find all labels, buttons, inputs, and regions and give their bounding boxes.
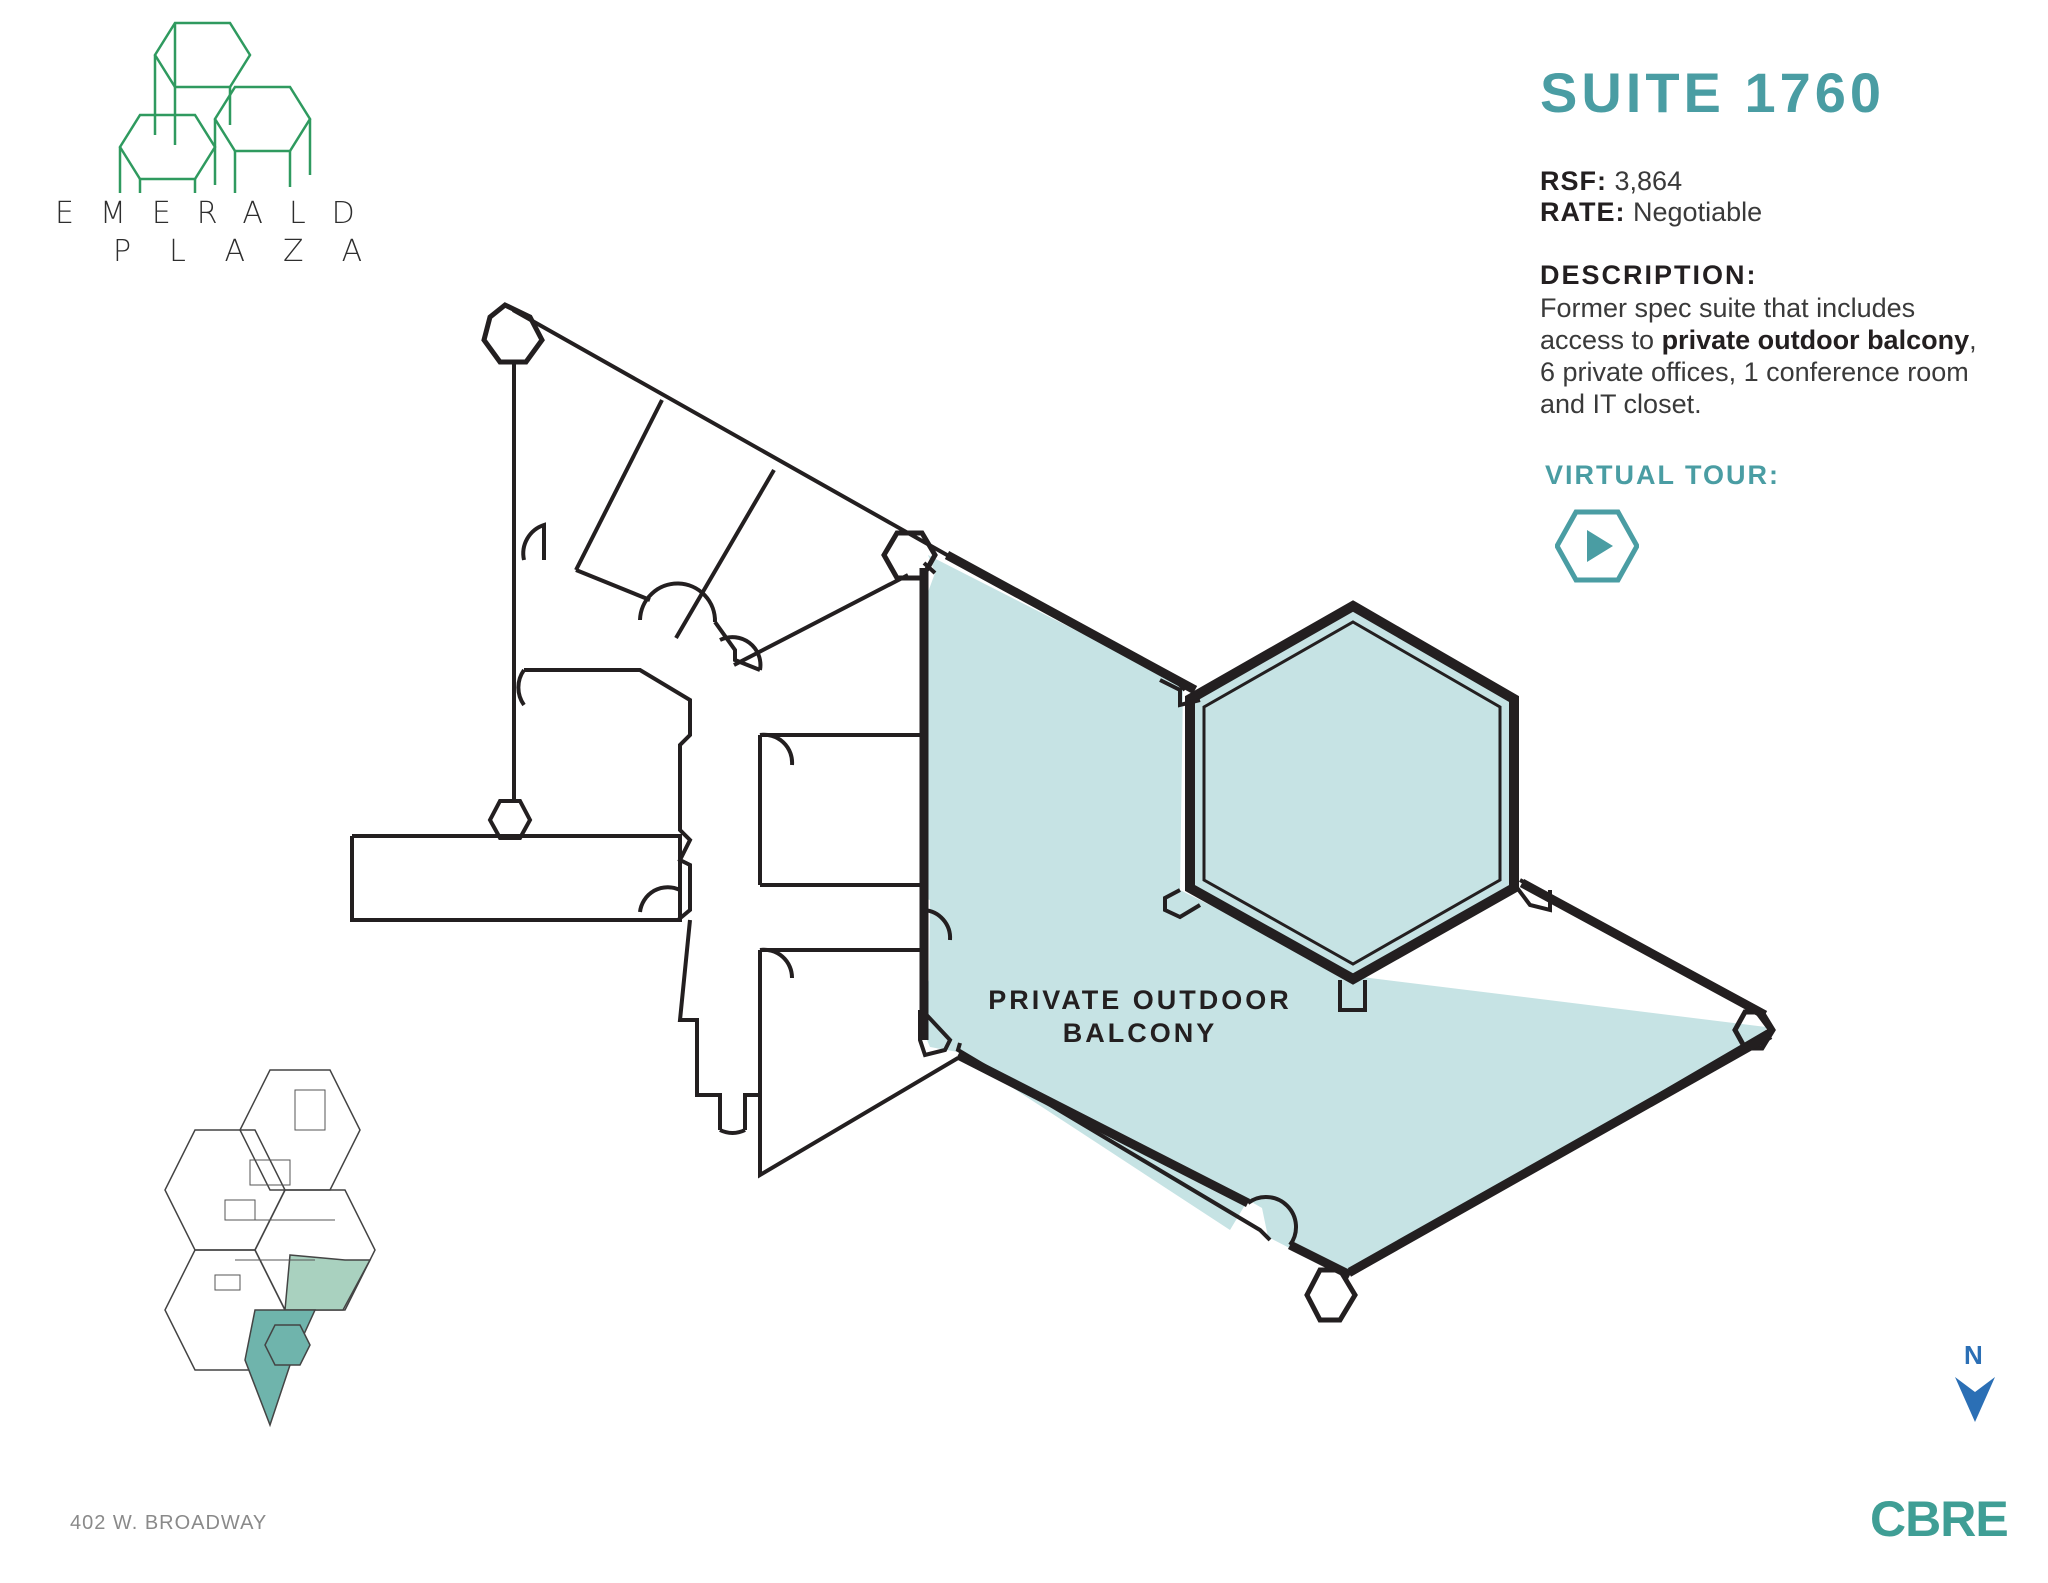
rate-label: RATE: xyxy=(1540,197,1626,227)
company-logo: CBRE xyxy=(1870,1491,2009,1547)
north-arrow-icon xyxy=(1955,1377,1995,1422)
description-part: Former spec suite that includes access t… xyxy=(1540,293,1916,355)
hexagon-towers-icon xyxy=(118,21,312,193)
description-text: Former spec suite that includes access t… xyxy=(1540,292,1980,420)
description-part: , 6 private offices, 1 conference room a… xyxy=(1540,325,1977,419)
description-label: DESCRIPTION: xyxy=(1540,260,1758,290)
address: 402 W. BROADWAY xyxy=(70,1512,268,1534)
key-plan xyxy=(164,1069,376,1428)
virtual-tour-label: VIRTUAL TOUR: xyxy=(1545,460,1780,490)
rsf-value: 3,864 xyxy=(1614,166,1683,196)
balcony-label-line2: BALCONY xyxy=(1062,1018,1218,1048)
north-label: N xyxy=(1964,1340,1983,1370)
suite-title: SUITE 1760 xyxy=(1540,61,1886,124)
rate-value: Negotiable xyxy=(1633,197,1763,227)
brand-subname: PLAZA xyxy=(113,234,401,269)
balcony-area xyxy=(918,555,1766,1275)
balcony-label: PRIVATE OUTDOOR BALCONY xyxy=(980,984,1300,1050)
balcony-label-line1: PRIVATE OUTDOOR xyxy=(988,985,1292,1015)
play-hexagon-icon[interactable] xyxy=(1555,508,1639,584)
rate-line: RATE: Negotiable xyxy=(1540,197,1762,228)
brand-name: EMERALD xyxy=(55,196,381,231)
description-highlight: private outdoor balcony xyxy=(1661,325,1970,355)
core-hexagon xyxy=(1185,600,1519,985)
rsf-label: RSF: xyxy=(1540,166,1607,196)
rsf-line: RSF: 3,864 xyxy=(1540,166,1682,197)
